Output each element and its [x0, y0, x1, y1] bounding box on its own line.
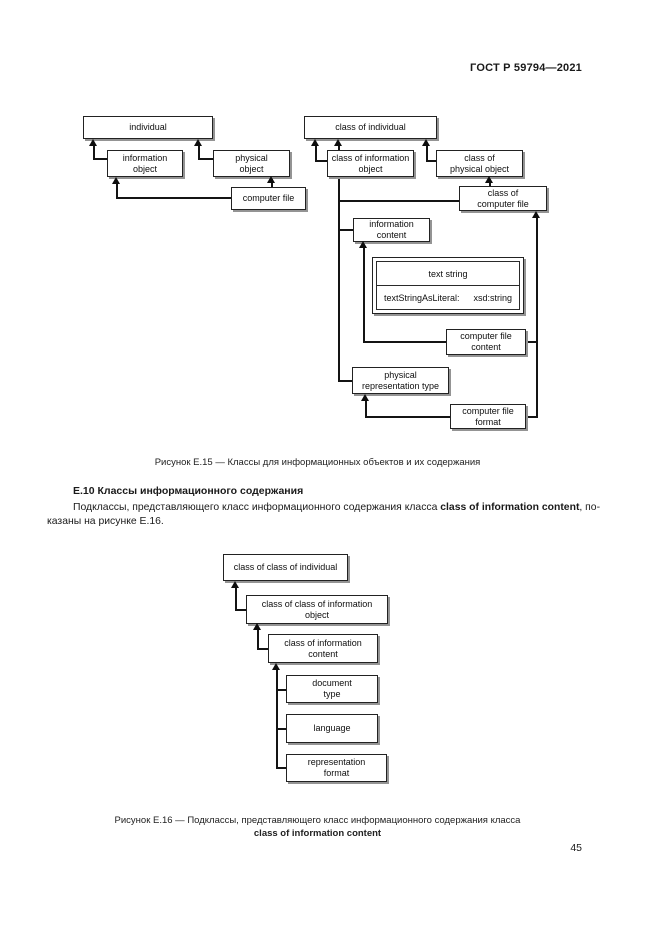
- arrowhead-up-icon: [267, 176, 275, 183]
- section-e10-heading: Е.10 Классы информационного содержания: [73, 485, 304, 497]
- connector-line: [235, 588, 237, 610]
- node-class-of-information-content: class of information content: [268, 634, 378, 663]
- connector-line: [426, 160, 436, 162]
- page-number: 45: [570, 842, 582, 854]
- figure-e16-caption-line2: class of information content: [253, 828, 382, 839]
- connector-line: [276, 767, 286, 769]
- connector-line: [276, 728, 286, 730]
- paragraph-line-2: казаны на рисунке Е.16.: [47, 516, 164, 527]
- connector-line: [116, 184, 118, 198]
- connector-line: [363, 341, 446, 343]
- node-computer-file: computer file: [231, 187, 306, 210]
- node-information-object: information object: [107, 150, 183, 177]
- text-string-attribute-row: textStringAsLiteral: xsd:string: [377, 286, 519, 309]
- connector-line: [93, 146, 95, 159]
- arrowhead-up-icon: [253, 623, 261, 630]
- arrowhead-up-icon: [194, 139, 202, 146]
- arrowhead-up-icon: [231, 581, 239, 588]
- connector-line: [338, 200, 459, 202]
- text-string-attr-type: xsd:string: [473, 292, 512, 303]
- connector-line: [363, 248, 365, 342]
- connector-line: [338, 229, 353, 231]
- connector-line: [198, 146, 200, 159]
- node-individual: individual: [83, 116, 213, 139]
- bold-term: class of information content: [440, 502, 580, 513]
- connector-line: [198, 158, 213, 160]
- connector-line: [338, 144, 340, 150]
- node-class-of-class-of-individual: class of class of individual: [223, 554, 348, 581]
- connector-line: [276, 670, 278, 769]
- figure-e15-diagram: individual information object physical o…: [0, 0, 661, 460]
- paragraph-line-1: Подклассы, представляющего класс информа…: [73, 502, 601, 513]
- page-header: ГОСТ Р 59794—2021: [470, 62, 582, 74]
- text-string-attr-name: textStringAsLiteral:: [384, 292, 460, 303]
- connector-line: [276, 689, 286, 691]
- node-information-content: information content: [353, 218, 430, 242]
- connector-line: [257, 648, 268, 650]
- connector-line: [235, 609, 246, 611]
- arrowhead-up-icon: [485, 176, 493, 183]
- arrowhead-up-icon: [272, 663, 280, 670]
- arrowhead-up-icon: [359, 241, 367, 248]
- figure-e16-diagram: class of class of individual class of cl…: [223, 554, 388, 782]
- connector-line: [338, 380, 352, 382]
- node-class-of-physical-object: class of physical object: [436, 150, 523, 177]
- arrowhead-up-icon: [311, 139, 319, 146]
- connector-line: [365, 401, 367, 417]
- connector-line: [315, 160, 327, 162]
- node-computer-file-format: computer file format: [450, 404, 526, 429]
- node-class-of-individual: class of individual: [304, 116, 437, 139]
- node-class-of-computer-file: class of computer file: [459, 186, 547, 211]
- connector-line: [365, 416, 450, 418]
- section-e10-paragraph: Подклассы, представляющего класс информа…: [47, 501, 607, 529]
- arrowhead-up-icon: [422, 139, 430, 146]
- connector-line: [526, 341, 537, 343]
- node-document-type: document type: [286, 675, 378, 703]
- connector-line: [116, 197, 231, 199]
- node-physical-object: physical object: [213, 150, 290, 177]
- connector-line: [526, 416, 537, 418]
- connector-line: [338, 177, 340, 381]
- text-string-title: text string: [377, 262, 519, 286]
- arrowhead-up-icon: [361, 394, 369, 401]
- node-text-string: text string textStringAsLiteral: xsd:str…: [372, 257, 524, 314]
- arrowhead-up-icon: [112, 177, 120, 184]
- node-class-of-class-of-information-object: class of class of information object: [246, 595, 388, 624]
- node-class-of-information-object: class of information object: [327, 150, 414, 177]
- connector-line: [315, 146, 317, 161]
- node-language: language: [286, 714, 378, 743]
- node-physical-representation-type: physical representation type: [352, 367, 449, 394]
- arrowhead-up-icon: [532, 211, 540, 218]
- connector-line: [257, 630, 259, 649]
- connector-line: [426, 146, 428, 161]
- arrowhead-up-icon: [89, 139, 97, 146]
- connector-line: [536, 218, 538, 418]
- figure-e16-caption-line1: Рисунок Е.16 — Подклассы, представляющег…: [114, 815, 521, 826]
- figure-e15-caption: Рисунок Е.15 — Классы для информационных…: [154, 457, 481, 468]
- node-representation-format: representation format: [286, 754, 387, 782]
- connector-line: [93, 158, 107, 160]
- node-computer-file-content: computer file content: [446, 329, 526, 355]
- arrowhead-up-icon: [334, 139, 342, 146]
- text-string-compartments: text string textStringAsLiteral: xsd:str…: [376, 261, 520, 310]
